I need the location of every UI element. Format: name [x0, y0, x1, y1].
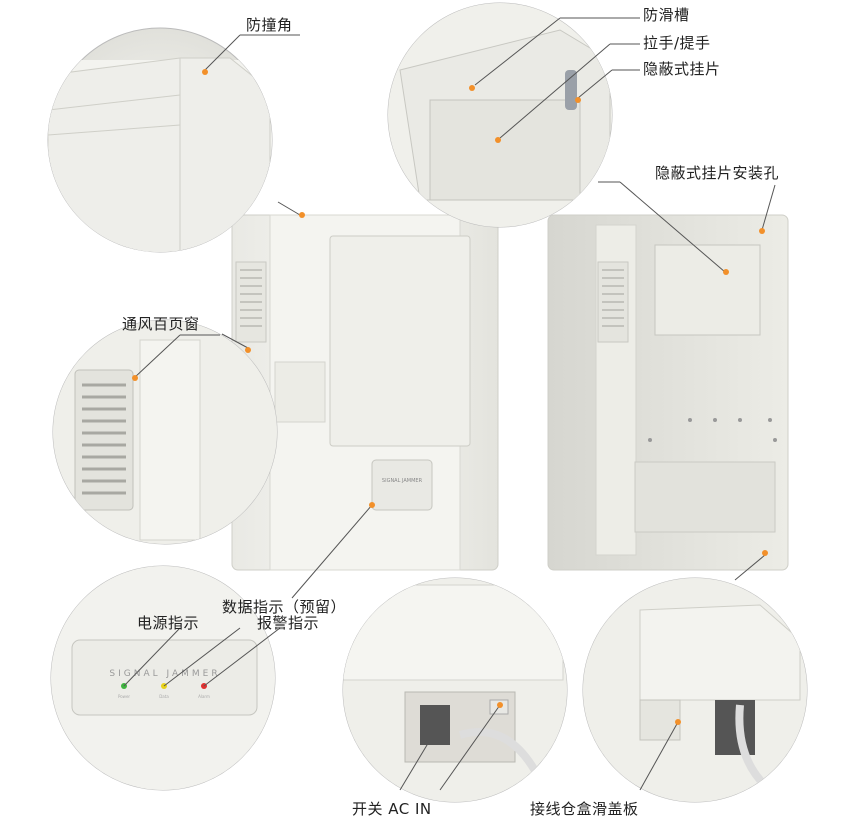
label-hanger-install-hole: 隐蔽式挂片安装孔 [655, 164, 780, 182]
panel-brand-text: SIGNAL JAMMER [109, 669, 220, 679]
device-front-view: SIGNAL JAMMER [231, 214, 499, 571]
alarm-led-caption: Alarm [198, 694, 210, 699]
zoom-top-handle [387, 2, 613, 228]
front-panel-brand: SIGNAL JAMMER [382, 478, 423, 484]
zoom-indicator-panel: SIGNAL JAMMER Power Data Alarm [50, 565, 276, 791]
label-handle: 拉手/提手 [643, 34, 711, 52]
label-alarm-indicator: 报警指示 [257, 614, 320, 632]
label-anti-collision-corner: 防撞角 [246, 16, 293, 34]
label-hidden-hanger: 隐蔽式挂片 [643, 60, 721, 78]
zoom-corner [47, 27, 273, 253]
callout-dots [132, 69, 768, 725]
zoom-terminal-cover [582, 577, 808, 803]
zoom-vent [52, 319, 278, 545]
leader-lines [123, 17, 776, 791]
device-back-view [547, 214, 789, 571]
label-anti-slip-groove: 防滑槽 [643, 6, 690, 24]
label-ventilation-louver: 通风百页窗 [122, 315, 200, 333]
data-led-caption: Data [159, 694, 169, 699]
label-power-indicator: 电源指示 [137, 614, 200, 632]
power-led-caption: Power [118, 694, 130, 699]
label-switch-ac-in: 开关 AC IN [352, 800, 432, 818]
label-data-indicator: 数据指示（预留） [222, 598, 347, 616]
label-terminal-cover: 接线仓盒滑盖板 [530, 800, 639, 818]
